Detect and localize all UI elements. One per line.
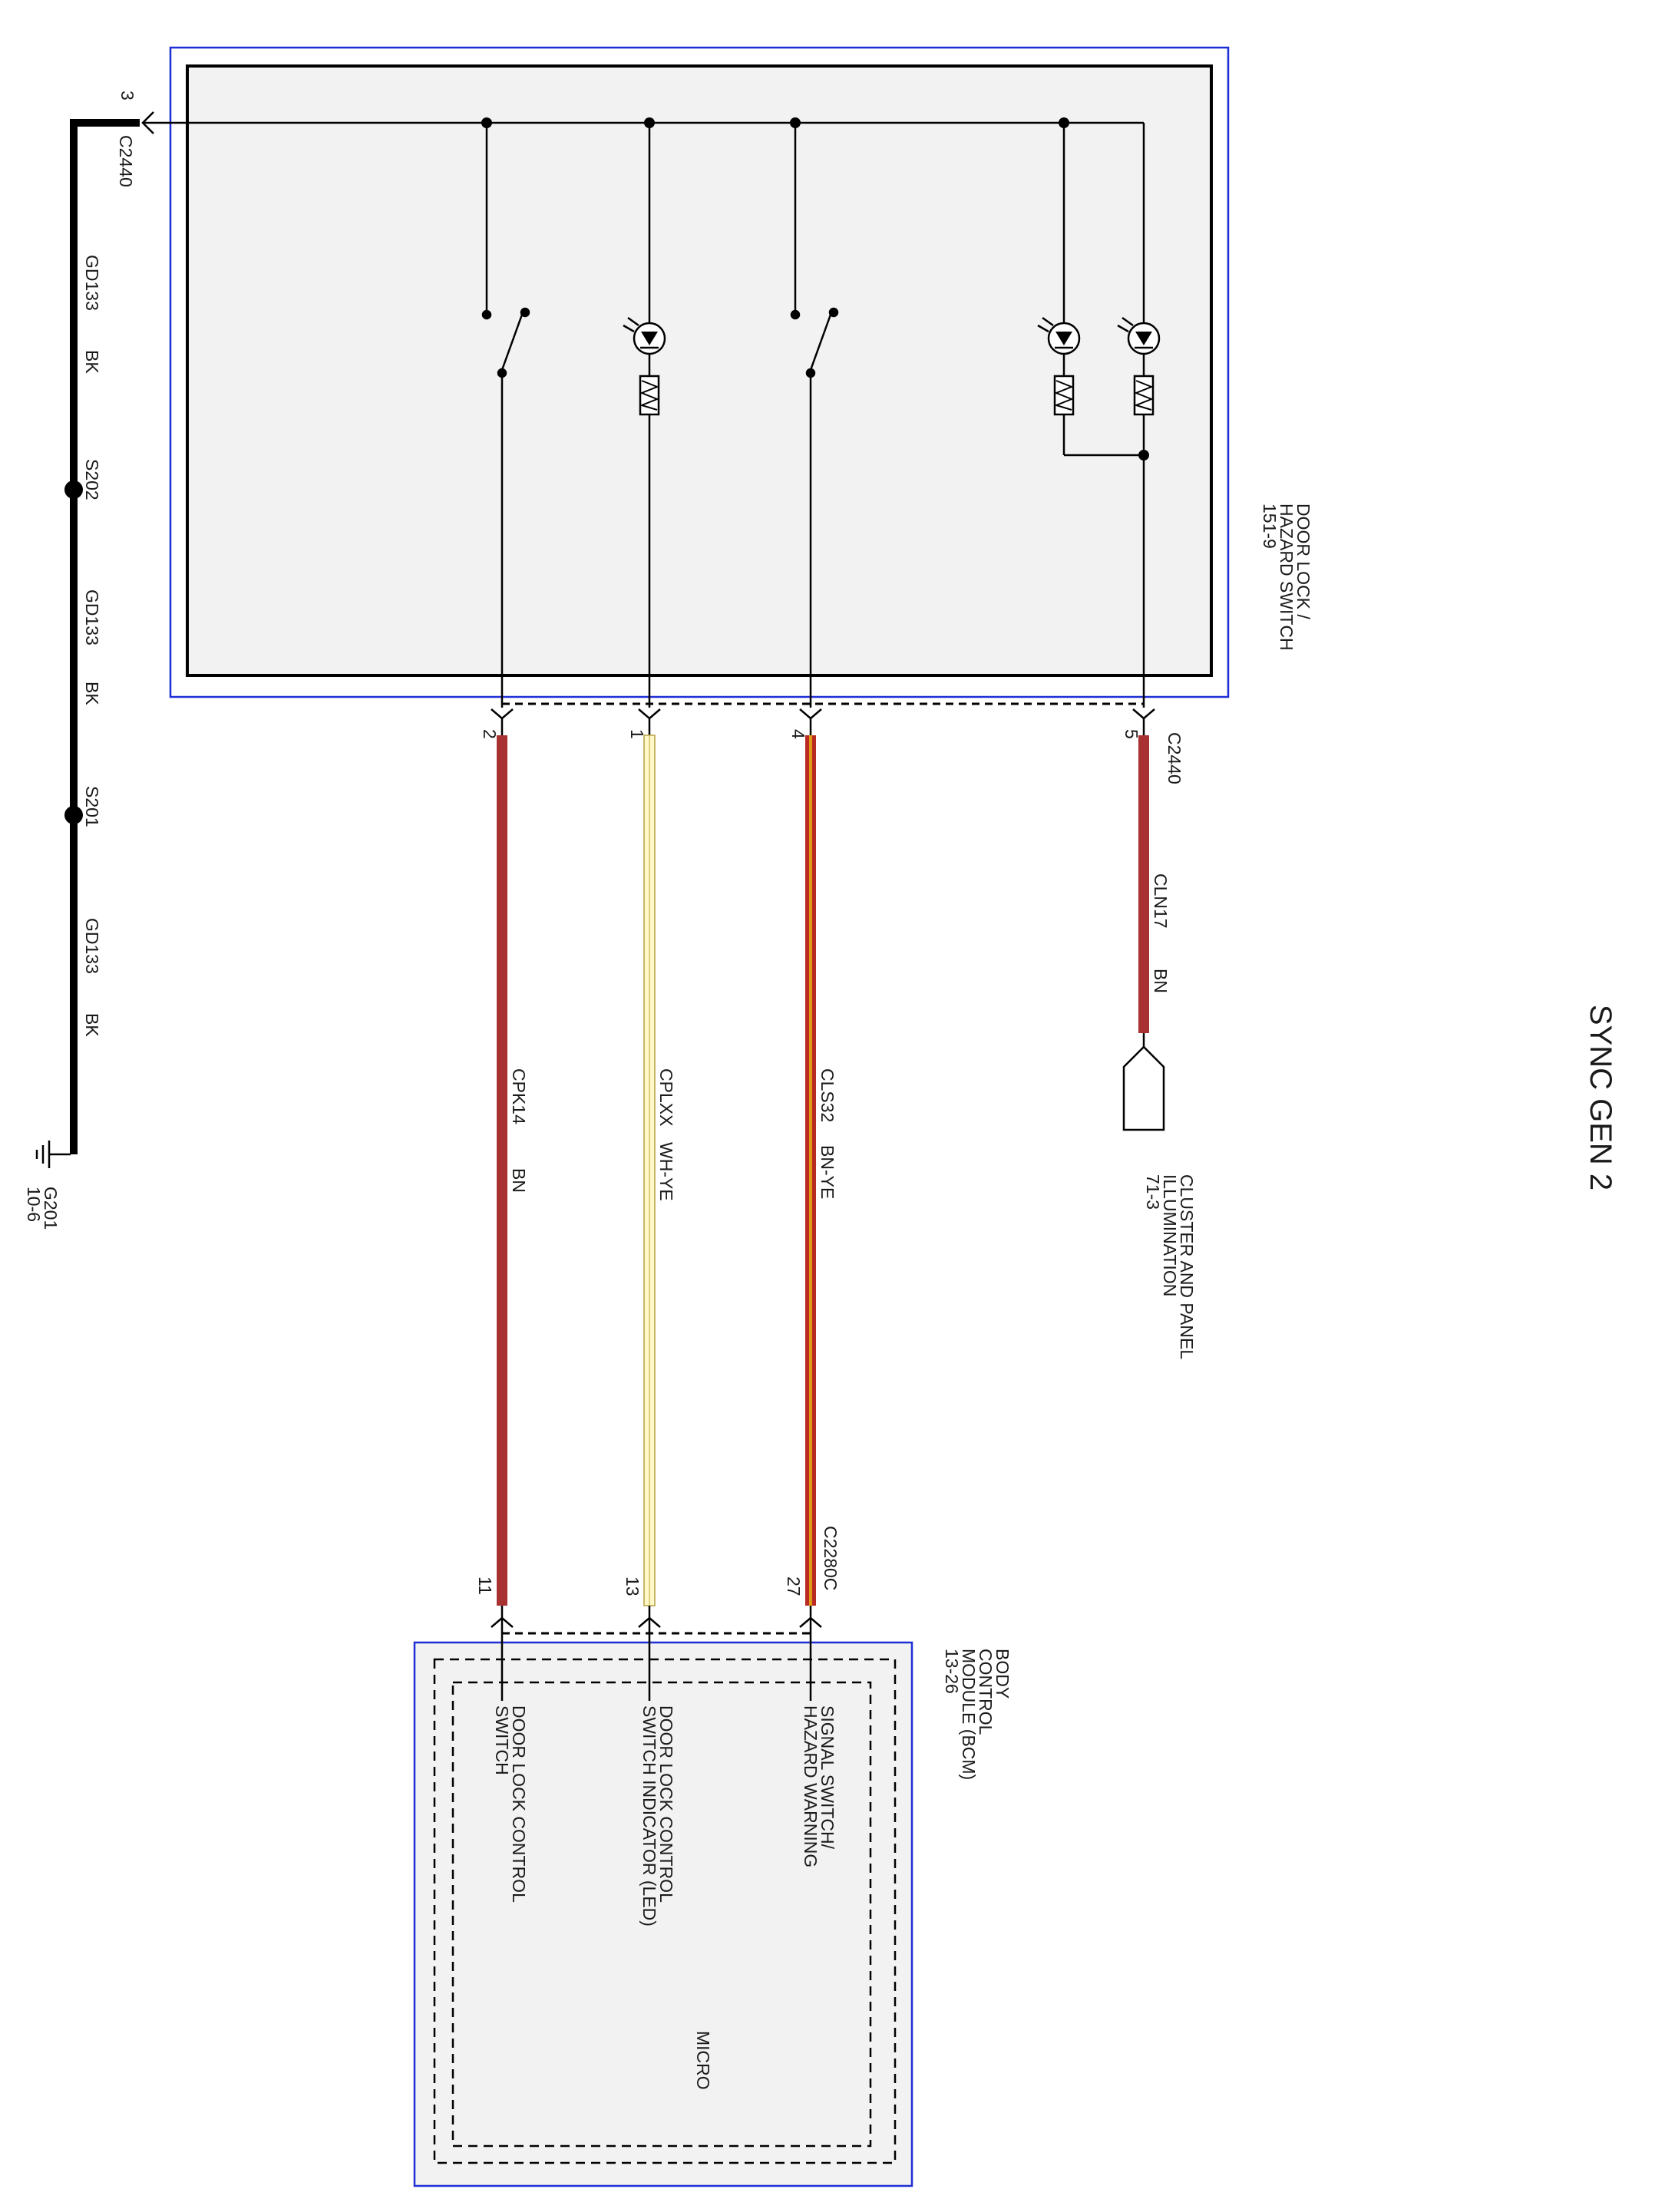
connector-pin-2 <box>491 708 514 720</box>
ground-seg3-circuit: GD133 <box>82 918 102 974</box>
connector-pin-1 <box>638 708 661 720</box>
connector-pin-5 <box>1132 708 1155 720</box>
wire-cln17-body <box>1138 735 1149 1033</box>
wire-cln17: CLN17 BN <box>1138 718 1171 1047</box>
wire-cln17-color: BN <box>1151 969 1171 993</box>
pin-top-2: 2 <box>480 729 500 739</box>
bcm-fn-signal-line2: HAZARD WARNING <box>801 1705 821 1867</box>
ground-point-ref: 10-6 <box>24 1187 44 1222</box>
wire-cls32-circuit: CLS32 <box>818 1068 837 1122</box>
bcm-name-line2: CONTROL <box>976 1649 996 1735</box>
cluster-link: CLUSTER AND PANEL ILLUMINATION 71-3 <box>1122 1045 1197 1359</box>
bcm-inner-border <box>433 1658 897 2164</box>
body-control-module: BODY CONTROL MODULE (BCM) 13-26 MICRO SI… <box>413 1618 1012 2187</box>
bcm-name-line1: BODY <box>993 1649 1012 1699</box>
pin-bottom-27: 27 <box>784 1576 804 1596</box>
bcm-micro-border <box>451 1681 872 2148</box>
splice-s201 <box>64 806 83 824</box>
ground-seg2-circuit: GD133 <box>82 589 102 645</box>
wire-cpk14: CPK14 BN <box>497 718 529 1618</box>
cluster-name-line2: ILLUMINATION <box>1160 1174 1180 1296</box>
switch-module-name-line1: DOOR LOCK / <box>1293 503 1313 619</box>
wire-cls32: CLS32 BN-YE <box>805 718 837 1618</box>
cluster-link-arrow <box>1122 1045 1165 1131</box>
bcm-fn-led-line2: SWITCH INDICATOR (LED) <box>639 1705 659 1926</box>
ground-top-connector: C2440 <box>116 135 136 187</box>
wire-cls32-color: BN-YE <box>818 1145 837 1199</box>
connector-pin-4 <box>799 708 822 720</box>
wire-cls32-stripe <box>809 735 812 1606</box>
ground-circuit: 3 C2440 S202 S201 GD133 BK GD133 BK GD13… <box>24 91 154 1230</box>
cluster-name-line1: CLUSTER AND PANEL <box>1177 1174 1197 1359</box>
wire-cplxx-color: WH-YE <box>656 1142 676 1201</box>
switch-module-outer-border <box>169 46 1230 698</box>
illumination-led-2 <box>1037 123 1081 455</box>
wire-cpk14-color: BN <box>509 1168 529 1193</box>
wire-cplxx: CPLXX WH-YE <box>643 718 676 1618</box>
switch-module-body <box>186 64 1213 677</box>
bcm-outer-border <box>413 1641 913 2187</box>
ground-seg1-circuit: GD133 <box>82 255 102 311</box>
wire-cpk14-circuit: CPK14 <box>509 1068 529 1124</box>
hazard-switch-contact <box>790 123 839 708</box>
pin-top-1: 1 <box>627 729 647 739</box>
bcm-fn-switch-line1: DOOR LOCK CONTROL <box>509 1705 529 1903</box>
pin-top-5: 5 <box>1122 729 1141 739</box>
bcm-fn-signal-line1: SIGNAL SWITCH/ <box>818 1705 837 1850</box>
ground-seg2-color: BK <box>82 682 102 705</box>
diagram-title: SYNC GEN 2 <box>1584 1005 1617 1190</box>
bcm-fn-switch-line2: SWITCH <box>492 1705 512 1775</box>
ground-seg1-color: BK <box>82 350 102 374</box>
switch-module-name-line2: HAZARD SWITCH <box>1277 503 1297 651</box>
connector-c2280c-label: C2280C <box>821 1526 841 1590</box>
connector-c2440-label: C2440 <box>1164 732 1184 784</box>
bcm-name-line3: MODULE (BCM) <box>959 1649 979 1780</box>
bcm-micro-label: MICRO <box>693 2031 713 2090</box>
ground-point-label: G201 <box>41 1187 61 1230</box>
door-lock-switch-contact <box>481 123 530 708</box>
bcm-ref: 13-26 <box>942 1649 962 1694</box>
indicator-led-1 <box>623 123 666 708</box>
switch-module-ref: 151-9 <box>1260 503 1280 549</box>
connector-c2440: C2440 2 1 4 5 <box>480 702 1184 784</box>
splice-s202 <box>64 480 83 499</box>
splice-s201-label: S201 <box>82 786 102 827</box>
pin-top-4: 4 <box>788 729 808 739</box>
pin-bottom-11: 11 <box>475 1576 495 1595</box>
bcm-fn-led-line1: DOOR LOCK CONTROL <box>656 1705 676 1903</box>
wire-cplxx-circuit: CPLXX <box>656 1068 676 1126</box>
ground-entry-arrow <box>141 111 154 134</box>
switch-module: DOOR LOCK / HAZARD SWITCH 151-9 <box>144 46 1313 708</box>
splice-s202-label: S202 <box>82 459 102 500</box>
connector-c2280c: C2280C 11 13 27 <box>475 1526 841 1635</box>
pin-bottom-13: 13 <box>623 1576 643 1596</box>
ground-top-pin: 3 <box>117 91 137 101</box>
wire-cpk14-body <box>497 735 507 1606</box>
wire-cln17-circuit: CLN17 <box>1151 873 1171 929</box>
ground-seg3-color: BK <box>82 1013 102 1037</box>
led-junction <box>1138 450 1149 461</box>
cluster-ref: 71-3 <box>1143 1174 1163 1210</box>
illumination-led-3 <box>1064 316 1161 708</box>
ground-symbol <box>35 1141 71 1168</box>
